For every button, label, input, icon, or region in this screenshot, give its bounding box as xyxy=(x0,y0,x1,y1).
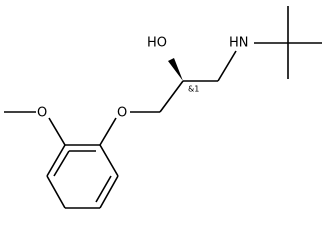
bond-layer xyxy=(4,6,322,209)
bond-ring-methoxy-o xyxy=(48,117,66,146)
ring-bond-upper-right xyxy=(99,144,119,177)
atom-label-amine: HN xyxy=(229,36,249,51)
wedge-bond-hydroxyl xyxy=(168,58,183,81)
atom-label-methoxy-oxygen: O xyxy=(37,106,47,121)
ring-bond-lower-left xyxy=(46,175,66,209)
atom-label-ether-oxygen: O xyxy=(117,106,127,121)
ring-bond-lower-right xyxy=(99,175,119,209)
bond-ch2-chiral-c xyxy=(159,80,184,113)
label-layer: HO O O HN &1 xyxy=(37,36,249,121)
ring-double-bond-left xyxy=(53,150,70,177)
ring-double-bond-right xyxy=(95,175,112,203)
bond-ring-ether-o xyxy=(99,117,117,146)
stereo-label: &1 xyxy=(188,85,199,94)
atom-label-hydroxyl: HO xyxy=(147,36,167,51)
bond-ch2-amine xyxy=(217,50,237,82)
ring-bond-upper-left xyxy=(46,144,66,177)
molecule-structure: HO O O HN &1 xyxy=(4,6,322,209)
